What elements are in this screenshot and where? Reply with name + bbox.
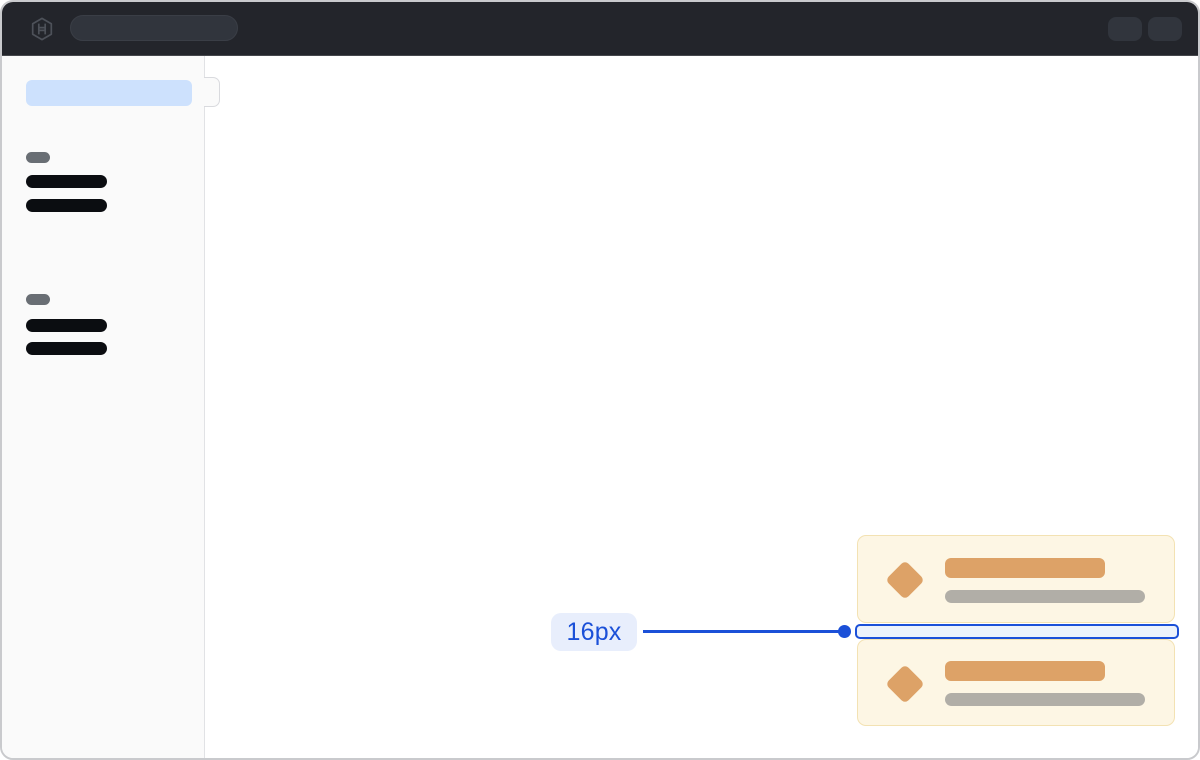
header-actions — [1108, 17, 1182, 41]
list-card[interactable] — [857, 639, 1175, 726]
sidebar-collapse-handle[interactable] — [204, 77, 220, 107]
sidebar-nav-item-skeleton[interactable] — [26, 319, 107, 332]
sidebar-nav-item-skeleton[interactable] — [26, 175, 107, 188]
spacing-highlight-rect — [855, 624, 1179, 639]
header-action-button-1[interactable] — [1108, 17, 1142, 41]
header-action-button-2[interactable] — [1148, 17, 1182, 41]
sidebar-active-item-skeleton[interactable] — [26, 80, 192, 106]
card-subtitle-skeleton — [945, 590, 1145, 603]
spacing-annotation-text: 16px — [566, 617, 622, 646]
sidebar-nav-item-skeleton[interactable] — [26, 342, 107, 355]
sidebar-section-label-skeleton — [26, 152, 50, 163]
card-title-skeleton — [945, 558, 1105, 578]
list-card[interactable] — [857, 535, 1175, 623]
diamond-icon — [885, 664, 925, 704]
card-title-skeleton — [945, 661, 1105, 681]
global-search-skeleton[interactable] — [70, 15, 238, 41]
card-list — [855, 535, 1179, 726]
sidebar-nav-item-skeleton[interactable] — [26, 199, 107, 212]
diamond-icon — [885, 560, 925, 600]
sidebar-section-label-skeleton — [26, 294, 50, 305]
sidebar — [2, 56, 220, 758]
annotation-connector-dot — [838, 625, 851, 638]
hashicorp-logo-icon — [30, 17, 54, 41]
app-body — [2, 56, 1198, 758]
spacing-annotation-label: 16px — [551, 613, 637, 651]
card-subtitle-skeleton — [945, 693, 1145, 706]
app-header — [2, 2, 1198, 56]
annotation-connector-line — [643, 630, 839, 633]
